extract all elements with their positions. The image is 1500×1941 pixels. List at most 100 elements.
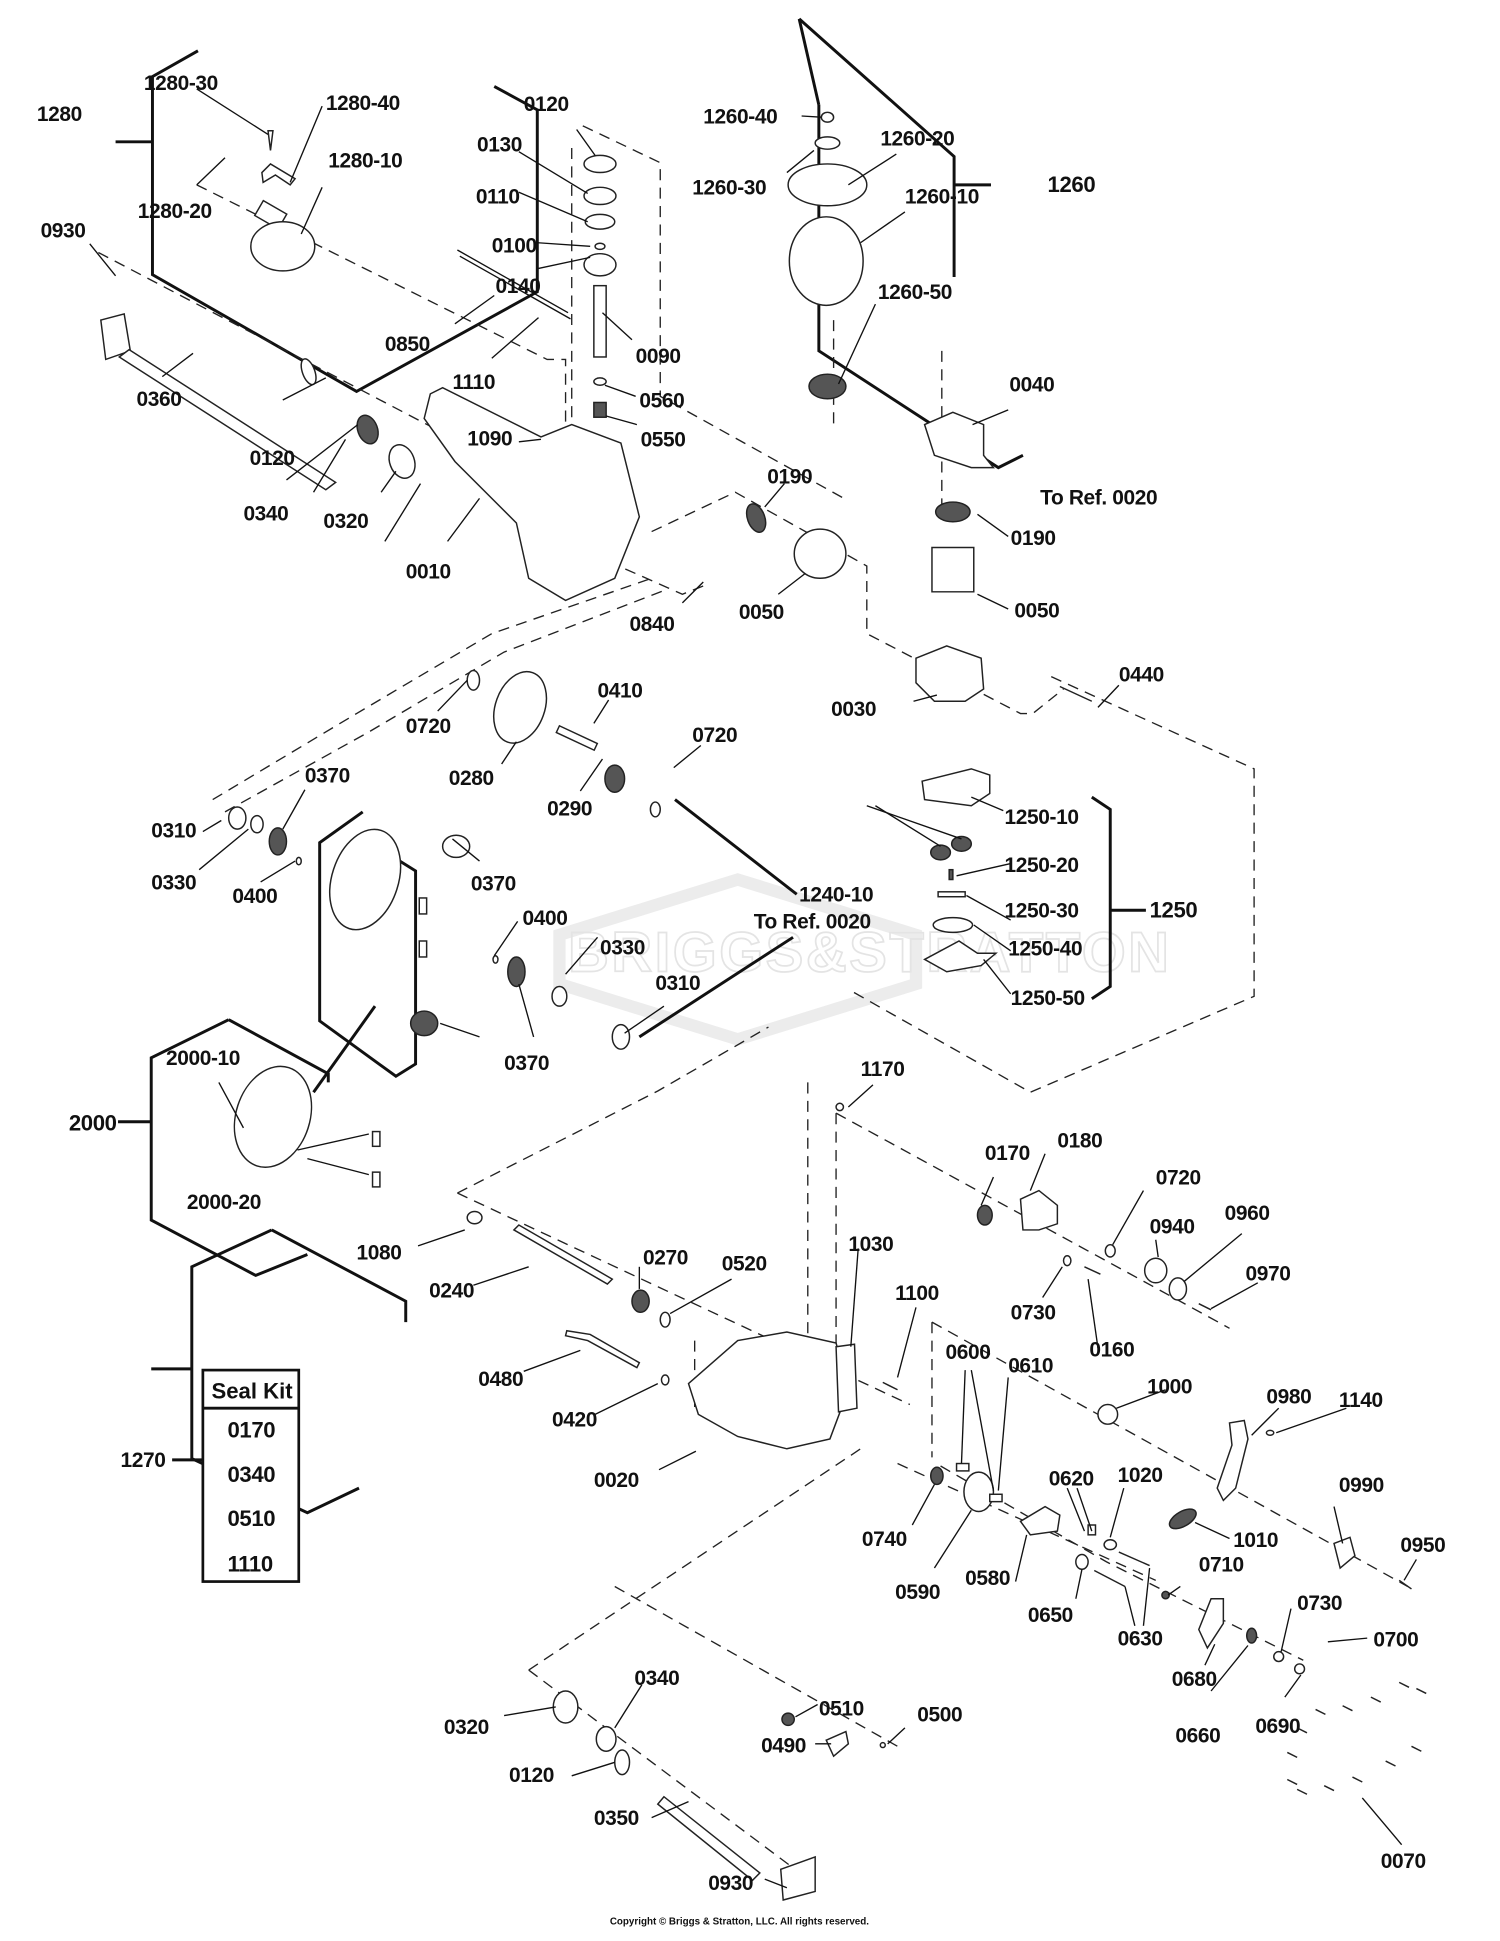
callout[interactable]: 0170 (985, 1142, 1030, 1165)
callout[interactable]: 1000 (1147, 1375, 1192, 1398)
callout[interactable]: 0140 (495, 275, 540, 298)
callout[interactable]: 1260-50 (878, 281, 952, 304)
callout[interactable]: 1280-40 (326, 92, 400, 115)
callout[interactable]: 1250-20 (1005, 854, 1079, 877)
callout[interactable]: 0730 (1011, 1302, 1056, 1325)
callout[interactable]: 1240-10 (799, 884, 873, 907)
callout[interactable]: 1260-10 (905, 185, 979, 208)
callout[interactable]: 0240 (429, 1280, 474, 1303)
callout[interactable]: 0720 (1156, 1166, 1201, 1189)
callout[interactable]: 1080 (357, 1241, 402, 1264)
callout[interactable]: 0740 (862, 1528, 907, 1551)
callout[interactable]: 0520 (722, 1252, 767, 1275)
callout[interactable]: 0040 (1009, 373, 1054, 396)
callout[interactable]: 0110 (476, 185, 520, 208)
callout[interactable]: 1260-40 (703, 105, 777, 128)
callout[interactable]: 0660 (1175, 1725, 1220, 1748)
callout[interactable]: 1010 (1233, 1529, 1278, 1552)
seal-kit-item[interactable]: 0340 (227, 1462, 275, 1487)
callout[interactable]: 1140 (1339, 1389, 1383, 1412)
callout[interactable]: 0320 (444, 1716, 489, 1739)
callout[interactable]: 0720 (406, 715, 451, 738)
callout[interactable]: 0280 (449, 767, 494, 790)
callout[interactable]: 0160 (1089, 1339, 1134, 1362)
callout[interactable]: 0440 (1119, 664, 1164, 687)
callout[interactable]: 1280 (37, 103, 82, 126)
callout[interactable]: 0970 (1245, 1262, 1290, 1285)
callout[interactable]: 0020 (594, 1469, 639, 1492)
callout[interactable]: 0620 (1049, 1468, 1094, 1491)
callout[interactable]: 0510 (819, 1698, 864, 1721)
callout[interactable]: 0710 (1199, 1554, 1244, 1577)
callout[interactable]: 0720 (692, 724, 737, 747)
callout[interactable]: 0050 (1014, 600, 1059, 623)
seal-kit-item[interactable]: 0510 (227, 1506, 275, 1531)
callout[interactable]: 1020 (1118, 1464, 1163, 1487)
callout[interactable]: 1280-30 (144, 72, 218, 95)
callout[interactable]: 0190 (767, 466, 812, 489)
callout[interactable]: 1250-30 (1005, 900, 1079, 923)
callout[interactable]: 0490 (761, 1734, 806, 1757)
callout[interactable]: 1260-20 (880, 128, 954, 151)
callout[interactable]: 0290 (547, 798, 592, 821)
callout[interactable]: 0590 (895, 1581, 940, 1604)
callout[interactable]: 0370 (305, 764, 350, 787)
callout[interactable]: 0010 (406, 560, 451, 583)
callout[interactable]: 1110 (452, 371, 495, 394)
callout[interactable]: 0730 (1297, 1592, 1342, 1615)
cross-reference-label[interactable]: To Ref. 0020 (1040, 487, 1157, 510)
callout[interactable]: 0950 (1400, 1534, 1445, 1557)
callout[interactable]: 0930 (708, 1872, 753, 1895)
callout[interactable]: 0330 (151, 871, 196, 894)
callout[interactable]: 0550 (641, 429, 686, 452)
callout[interactable]: 0340 (243, 503, 288, 526)
callout[interactable]: 0340 (634, 1667, 679, 1690)
callout[interactable]: 0370 (471, 873, 516, 896)
callout[interactable]: 0130 (477, 134, 522, 157)
callout[interactable]: 0320 (323, 510, 368, 533)
callout[interactable]: 0070 (1381, 1850, 1426, 1873)
callout[interactable]: 2000-20 (187, 1191, 261, 1214)
callout[interactable]: 1260 (1048, 172, 1096, 197)
callout[interactable]: 0930 (41, 220, 86, 243)
callout[interactable]: 2000-10 (166, 1047, 240, 1070)
callout[interactable]: 0410 (598, 680, 643, 703)
callout[interactable]: 0700 (1373, 1629, 1418, 1652)
callout[interactable]: 1170 (861, 1058, 905, 1081)
callout[interactable]: 0370 (504, 1052, 549, 1075)
callout[interactable]: 0580 (965, 1567, 1010, 1590)
callout[interactable]: 0500 (917, 1704, 962, 1727)
callout[interactable]: 1260-30 (692, 177, 766, 200)
callout[interactable]: 0190 (1011, 527, 1056, 550)
callout[interactable]: 0120 (509, 1764, 554, 1787)
callout[interactable]: 0120 (524, 93, 569, 116)
callout[interactable]: 1100 (895, 1282, 939, 1305)
callout[interactable]: 0030 (831, 698, 876, 721)
callout[interactable]: 0980 (1266, 1385, 1311, 1408)
callout[interactable]: 0650 (1028, 1604, 1073, 1627)
callout[interactable]: 0180 (1057, 1130, 1102, 1153)
callout[interactable]: 0630 (1118, 1628, 1163, 1651)
seal-kit-item[interactable]: 0170 (227, 1418, 275, 1443)
callout[interactable]: 0400 (232, 885, 277, 908)
callout[interactable]: 0050 (739, 601, 784, 624)
callout[interactable]: 1250-10 (1005, 806, 1079, 829)
callout[interactable]: 0270 (643, 1246, 688, 1269)
callout[interactable]: 0310 (655, 972, 700, 995)
callout[interactable]: 0420 (552, 1409, 597, 1432)
callout[interactable]: 0960 (1225, 1202, 1270, 1225)
callout[interactable]: 1250-40 (1008, 938, 1082, 961)
callout[interactable]: 1090 (467, 427, 512, 450)
seal-kit-ref[interactable]: 1270 (120, 1449, 165, 1472)
callout[interactable]: 0840 (630, 613, 675, 636)
callout[interactable]: 1030 (848, 1233, 893, 1256)
callout[interactable]: 0350 (594, 1807, 639, 1830)
callout[interactable]: 0400 (523, 907, 568, 930)
callout[interactable]: 1250 (1150, 898, 1198, 923)
callout[interactable]: 0480 (478, 1368, 523, 1391)
seal-kit-item[interactable]: 1110 (227, 1552, 273, 1577)
callout[interactable]: 0120 (250, 447, 295, 470)
callout[interactable]: 0560 (639, 389, 684, 412)
callout[interactable]: 0090 (636, 345, 681, 368)
callout[interactable]: 0850 (385, 333, 430, 356)
